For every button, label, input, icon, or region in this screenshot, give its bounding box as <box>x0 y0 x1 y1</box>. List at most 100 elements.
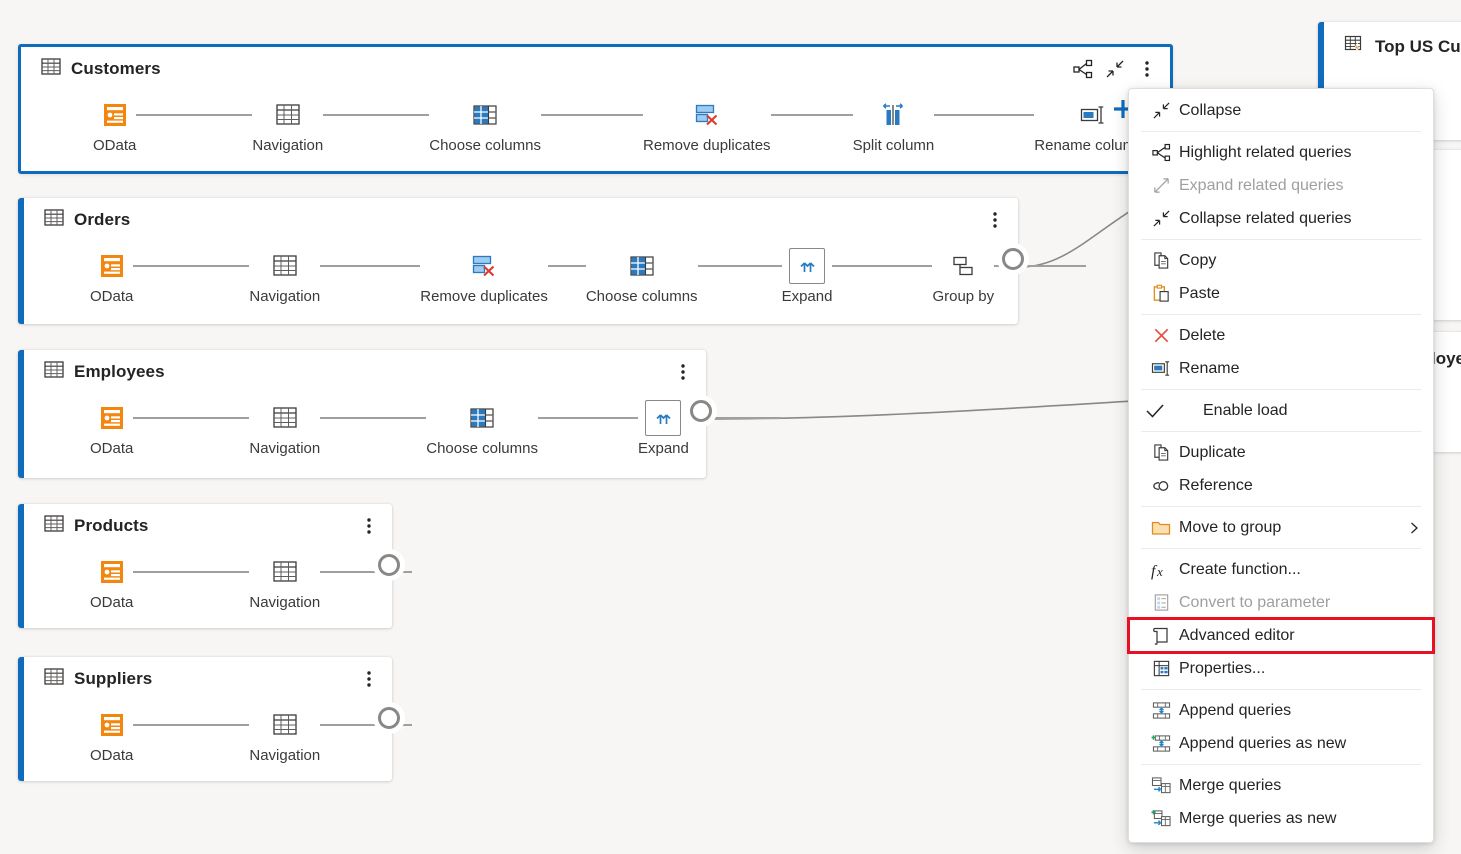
menu-item-label: Reference <box>1179 476 1253 494</box>
step-navigation[interactable]: Navigation <box>249 248 320 305</box>
menu-item-label: Append queries <box>1179 701 1292 719</box>
menu-item-label: Highlight related queries <box>1179 143 1352 161</box>
fx-icon: f x <box>1143 560 1179 580</box>
menu-item-rename[interactable]: Rename <box>1129 352 1433 385</box>
step-odata[interactable]: OData <box>90 554 133 611</box>
query-steps-suppliers: OData Navigation <box>18 701 413 778</box>
step-split-column[interactable]: Split column <box>853 97 934 154</box>
more-options-icon[interactable] <box>668 357 698 387</box>
step-connector <box>697 265 782 267</box>
card-accent-bar <box>18 198 24 324</box>
menu-item-collapse[interactable]: Collapse <box>1129 94 1433 127</box>
navigation-table-icon <box>267 248 303 284</box>
menu-item-properties[interactable]: Properties... <box>1129 652 1433 685</box>
parameter-icon <box>1143 593 1179 612</box>
properties-icon <box>1143 659 1179 678</box>
query-card-employees[interactable]: Employees <box>18 350 781 478</box>
query-card-products[interactable]: Products <box>18 504 413 628</box>
query-card-header[interactable]: Employees <box>18 350 706 394</box>
collapse-icon[interactable] <box>1100 54 1130 84</box>
query-card-suppliers[interactable]: Suppliers <box>18 657 413 781</box>
query-card-header[interactable]: Customers <box>21 47 1170 91</box>
output-connector-node[interactable] <box>378 707 400 729</box>
step-navigation[interactable]: Navigation <box>249 554 320 611</box>
more-options-icon[interactable] <box>1132 54 1162 84</box>
menu-separator <box>1141 314 1421 315</box>
step-remove-duplicates[interactable]: Remove duplicates <box>643 97 771 154</box>
choose-columns-icon <box>464 400 500 436</box>
odata-icon <box>94 248 130 284</box>
menu-item-paste[interactable]: Paste <box>1129 277 1433 310</box>
menu-item-advanced-editor[interactable]: Advanced editor <box>1127 617 1435 654</box>
step-remove-duplicates[interactable]: Remove duplicates <box>420 248 548 305</box>
step-odata[interactable]: OData <box>90 707 133 764</box>
query-card-customers[interactable]: Customers <box>18 44 1379 174</box>
step-odata[interactable]: OData <box>90 400 133 457</box>
menu-item-append-queries[interactable]: Append queries <box>1129 694 1433 727</box>
step-navigation[interactable]: Navigation <box>249 707 320 764</box>
query-card-header[interactable]: Products <box>18 504 392 548</box>
step-label: Choose columns <box>426 440 538 457</box>
query-steps-products: OData Navigation <box>18 548 413 625</box>
expand-related-queries-icon <box>1143 176 1179 195</box>
step-navigation[interactable]: Navigation <box>249 400 320 457</box>
menu-item-delete[interactable]: Delete <box>1129 319 1433 352</box>
query-context-menu[interactable]: Collapse Highlight related queries <box>1127 88 1435 843</box>
step-group-by[interactable]: Group by <box>932 248 994 305</box>
menu-item-append-queries-as-new[interactable]: Append queries as new <box>1129 727 1433 760</box>
menu-item-move-to-group[interactable]: Move to group <box>1129 511 1433 544</box>
step-label: Choose columns <box>429 137 541 154</box>
step-rename-columns[interactable]: Rename columns <box>1034 97 1151 154</box>
menu-separator <box>1141 389 1421 390</box>
menu-item-collapse-related-queries[interactable]: Collapse related queries <box>1129 202 1433 235</box>
menu-item-convert-to-parameter: Convert to parameter <box>1129 586 1433 619</box>
menu-item-create-function[interactable]: f x Create function... <box>1129 553 1433 586</box>
query-card-header-actions <box>668 357 698 387</box>
query-card-title: Products <box>74 516 149 535</box>
step-label: Remove duplicates <box>420 288 548 305</box>
highlight-related-queries-icon[interactable] <box>1068 54 1098 84</box>
step-expand[interactable]: Expand <box>638 400 689 457</box>
output-connector-node[interactable] <box>1002 248 1024 270</box>
offscreen-card-title-employees-fragment: loye <box>1431 349 1461 368</box>
step-label: Navigation <box>252 137 324 154</box>
menu-item-enable-load[interactable]: Enable load <box>1129 394 1433 427</box>
step-label: Rename columns <box>1034 137 1151 154</box>
step-label: Navigation <box>249 594 321 611</box>
step-connector <box>323 114 430 116</box>
more-options-icon[interactable] <box>354 511 384 541</box>
offscreen-card-right-b[interactable] <box>1432 150 1461 320</box>
step-choose-columns[interactable]: Choose columns <box>429 97 541 154</box>
menu-item-copy[interactable]: Copy <box>1129 244 1433 277</box>
step-expand[interactable]: Expand <box>782 248 832 305</box>
step-label: Navigation <box>249 288 321 305</box>
more-options-icon[interactable] <box>980 205 1010 235</box>
menu-item-duplicate[interactable]: Duplicate <box>1129 436 1433 469</box>
menu-item-reference[interactable]: Reference <box>1129 469 1433 502</box>
step-connector <box>320 417 427 419</box>
step-odata[interactable]: OData <box>90 248 133 305</box>
step-odata[interactable]: OData <box>93 97 136 154</box>
step-connector <box>133 265 250 267</box>
step-navigation[interactable]: Navigation <box>252 97 323 154</box>
expand-icon <box>789 248 825 284</box>
step-label: Choose columns <box>585 288 698 305</box>
more-options-icon[interactable] <box>354 664 384 694</box>
menu-item-merge-queries[interactable]: Merge queries <box>1129 769 1433 802</box>
query-card-orders[interactable]: Orders <box>18 198 1087 324</box>
folder-icon <box>1143 519 1179 537</box>
query-card-header[interactable]: Suppliers <box>18 657 392 701</box>
collapse-icon <box>1143 101 1179 120</box>
card-accent-bar <box>18 657 24 781</box>
query-card-header-actions <box>1068 54 1162 84</box>
query-card-header[interactable]: Orders <box>18 198 1018 242</box>
step-label: OData <box>90 440 134 457</box>
step-choose-columns[interactable]: Choose columns <box>426 400 538 457</box>
menu-item-merge-queries-as-new[interactable]: Merge queries as new <box>1129 802 1433 835</box>
output-connector-node[interactable] <box>378 554 400 576</box>
output-connector-node[interactable] <box>690 400 712 422</box>
menu-item-highlight-related-queries[interactable]: Highlight related queries <box>1129 136 1433 169</box>
checkmark-icon <box>1143 402 1179 420</box>
step-choose-columns[interactable]: Choose columns <box>586 248 698 305</box>
